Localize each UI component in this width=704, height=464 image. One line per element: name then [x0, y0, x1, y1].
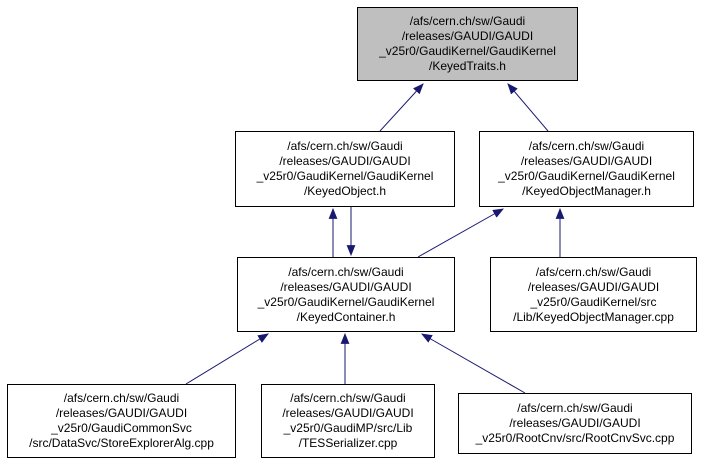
edge-storeexploreralg-to-keyedcontainer [185, 333, 269, 385]
node-keyedobjectmanager-cpp[interactable]: /afs/cern.ch/sw/Gaudi /releases/GAUDI/GA… [490, 257, 697, 332]
node-keyedcontainer-h[interactable]: /afs/cern.ch/sw/Gaudi /releases/GAUDI/GA… [237, 257, 455, 332]
edge-keyedobjectmanager-to-keyedtraits [507, 83, 549, 132]
node-storeexploreralg-cpp[interactable]: /afs/cern.ch/sw/Gaudi /releases/GAUDI/GA… [7, 384, 236, 458]
node-keyedobject-h[interactable]: /afs/cern.ch/sw/Gaudi /releases/GAUDI/GA… [235, 131, 455, 207]
edge-rootcnvsvc-to-keyedcontainer [421, 333, 526, 394]
node-keyedobjectmanager-h[interactable]: /afs/cern.ch/sw/Gaudi /releases/GAUDI/GA… [479, 131, 694, 207]
node-keyedtraits-h: /afs/cern.ch/sw/Gaudi /releases/GAUDI/GA… [357, 7, 578, 81]
node-rootcnvsvc-cpp[interactable]: /afs/cern.ch/sw/Gaudi /releases/GAUDI/GA… [458, 393, 692, 454]
edge-keyedcontainer-to-keyedobjectmanager [417, 208, 504, 258]
edge-keyedobject-to-keyedtraits [379, 83, 424, 132]
node-tesserializer-cpp[interactable]: /afs/cern.ch/sw/Gaudi /releases/GAUDI/GA… [261, 384, 435, 458]
